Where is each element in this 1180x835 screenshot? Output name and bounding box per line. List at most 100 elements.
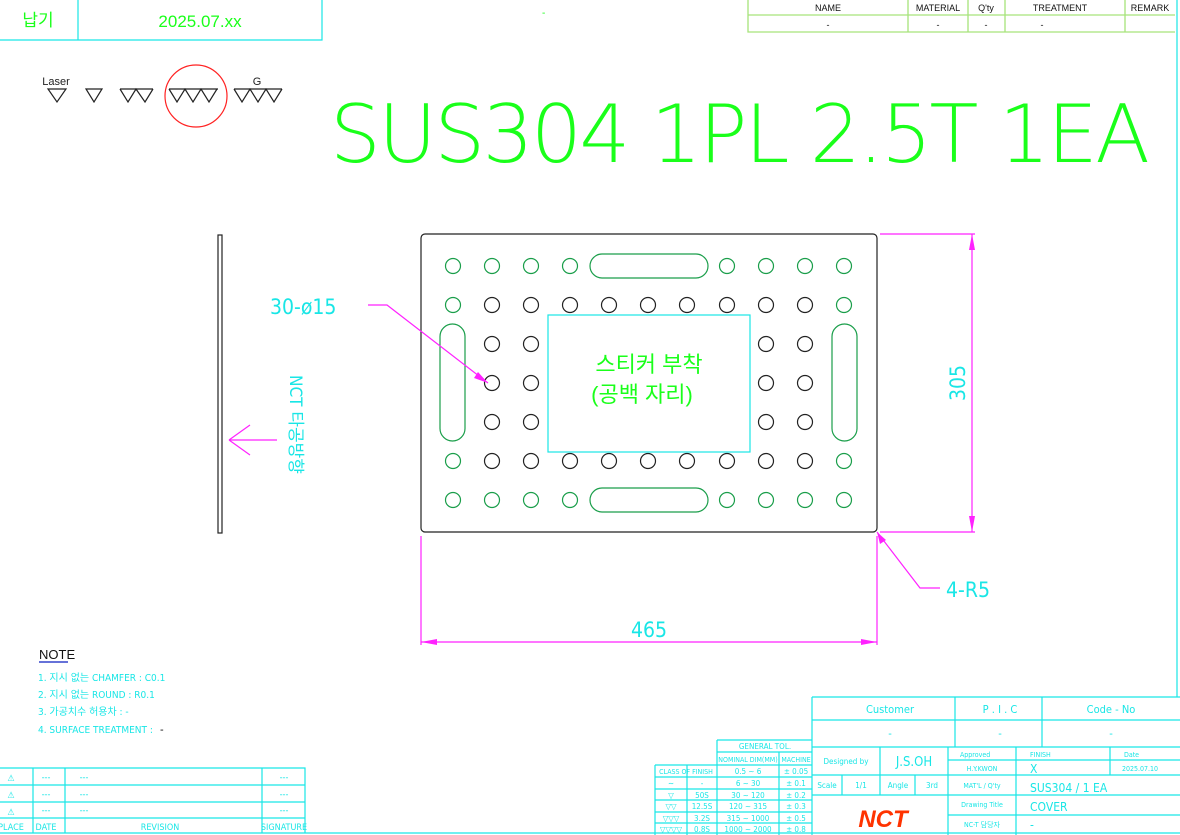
outer-hole	[444, 491, 462, 509]
bom-header-material: MATERIAL	[916, 3, 960, 13]
radius-leader	[876, 531, 940, 589]
punched-hole	[522, 296, 540, 314]
date-value: 2025.07.10	[1122, 765, 1158, 773]
outer-hole	[757, 491, 775, 509]
notes: NOTE 1. 지시 없는 CHAMFER : C0.1 2. 지시 없는 RO…	[38, 647, 165, 736]
outer-hole	[796, 257, 814, 275]
finish-class: 50S	[695, 791, 709, 800]
punched-hole	[678, 452, 696, 470]
nct-manager-value: -	[1030, 818, 1034, 832]
punched-hole	[796, 452, 814, 470]
outer-hole	[522, 257, 540, 275]
hole-pattern	[444, 257, 853, 509]
revision-header-place: PLACE	[0, 823, 24, 833]
outer-hole	[718, 257, 736, 275]
side-view-plate	[217, 234, 223, 534]
punched-hole	[757, 335, 775, 353]
finish-class: 3.2S	[694, 814, 710, 823]
dash-mark: -	[542, 8, 545, 19]
note-item: 3. 가공치수 허용차 : -	[38, 706, 129, 718]
slot-top	[589, 253, 709, 279]
punched-hole	[483, 413, 501, 431]
punched-hole	[796, 374, 814, 392]
finish-symbol-icon: ▽▽▽▽	[660, 825, 683, 834]
sticker-label: 스티커 부착	[595, 352, 702, 377]
punched-hole	[483, 452, 501, 470]
designed-label: Designed by	[824, 757, 870, 766]
revision-date: ---	[42, 806, 51, 816]
date-label: Date	[1124, 751, 1139, 759]
radius-arrow-icon	[877, 532, 886, 544]
pic-value: -	[998, 727, 1002, 740]
plate-outline	[420, 233, 878, 533]
bom-header-name: NAME	[815, 3, 841, 13]
pic-label: P . I . C	[983, 703, 1018, 716]
finish-value: X	[1030, 762, 1038, 776]
punched-hole	[678, 296, 696, 314]
tolerance-nominal: 6 ~ 30	[736, 779, 761, 788]
punched-hole	[757, 374, 775, 392]
outer-hole	[796, 491, 814, 509]
tolerance-machine: ± 0.2	[786, 791, 806, 800]
revision-header-date: DATE	[36, 823, 57, 833]
outer-hole	[835, 296, 853, 314]
scale-label: Scale	[817, 781, 837, 790]
punched-hole	[600, 296, 618, 314]
slot-left	[439, 323, 466, 442]
tolerance-nominal: 30 ~ 120	[731, 791, 765, 800]
punch-direction-arrow-icon	[228, 424, 277, 456]
g-label: G	[253, 76, 262, 88]
revision-text: ---	[80, 790, 89, 800]
bom-header-treatment: TREATMENT	[1033, 3, 1088, 13]
surface-treatment-value: -	[160, 724, 164, 736]
revision-table: ⚠ ⚠ ⚠ --- --- --- --- --- --- --- --- --…	[0, 767, 1180, 834]
selected-finish-circle-icon	[164, 64, 228, 128]
tolerance-nominal: 315 ~ 1000	[727, 814, 770, 823]
nct-logo: NCT	[858, 806, 910, 833]
outer-hole	[483, 257, 501, 275]
radius-callout: 4-R5	[946, 578, 990, 602]
punched-hole	[757, 296, 775, 314]
bom-treatment: -	[1041, 20, 1044, 30]
revision-mark-icon: ⚠	[7, 791, 14, 801]
sticker-sublabel: (공백 자리)	[591, 382, 693, 407]
finish-class: 12.5S	[692, 802, 713, 811]
tolerance-table: 0.5 ~ 6± 0.056 ~ 30± 0.1∼-30 ~ 120± 0.2▽…	[654, 739, 812, 835]
revision-date: ---	[42, 773, 51, 783]
revision-text: ---	[80, 806, 89, 816]
tolerance-machine: ± 0.8	[786, 825, 806, 834]
punched-hole	[522, 335, 540, 353]
angle-value: 3rd	[926, 781, 938, 790]
designed-value: J.S.OH	[895, 755, 932, 770]
outer-hole	[718, 491, 736, 509]
tolerance-title: GENERAL TOL.	[739, 742, 791, 751]
delivery-box: 납기 2025.07.xx	[0, 0, 323, 41]
angle-label: Angle	[888, 781, 909, 790]
bom-material: -	[937, 20, 940, 30]
matl-label: MAT'L / Q'ty	[963, 782, 1001, 790]
punched-hole	[561, 296, 579, 314]
outer-hole	[835, 452, 853, 470]
punched-hole	[639, 452, 657, 470]
code-label: Code - No	[1087, 703, 1136, 716]
bom-table: NAME MATERIAL Q'ty TREATMENT REMARK - - …	[747, 0, 1175, 33]
revision-date: ---	[42, 790, 51, 800]
finish-class: -	[701, 779, 704, 788]
delivery-label: 납기	[22, 11, 53, 30]
code-value: -	[1109, 727, 1113, 740]
punched-hole	[522, 452, 540, 470]
punched-hole	[796, 413, 814, 431]
outer-hole	[444, 452, 462, 470]
tolerance-machine: ± 0.3	[786, 802, 806, 811]
note-item: 2. 지시 없는 ROUND : R0.1	[38, 688, 155, 701]
finish-symbol-icon: ▽	[668, 791, 674, 800]
dimension-lines	[420, 233, 975, 645]
revision-mark-icon: ⚠	[7, 808, 14, 818]
revision-header-signature: SIGNATURE	[261, 823, 307, 833]
hole-leader-line	[368, 304, 489, 384]
drawing-title-label: Drawing Title	[961, 801, 1003, 809]
bom-header-remark: REMARK	[1131, 3, 1170, 13]
punched-hole	[796, 296, 814, 314]
sticker-area	[547, 314, 751, 453]
